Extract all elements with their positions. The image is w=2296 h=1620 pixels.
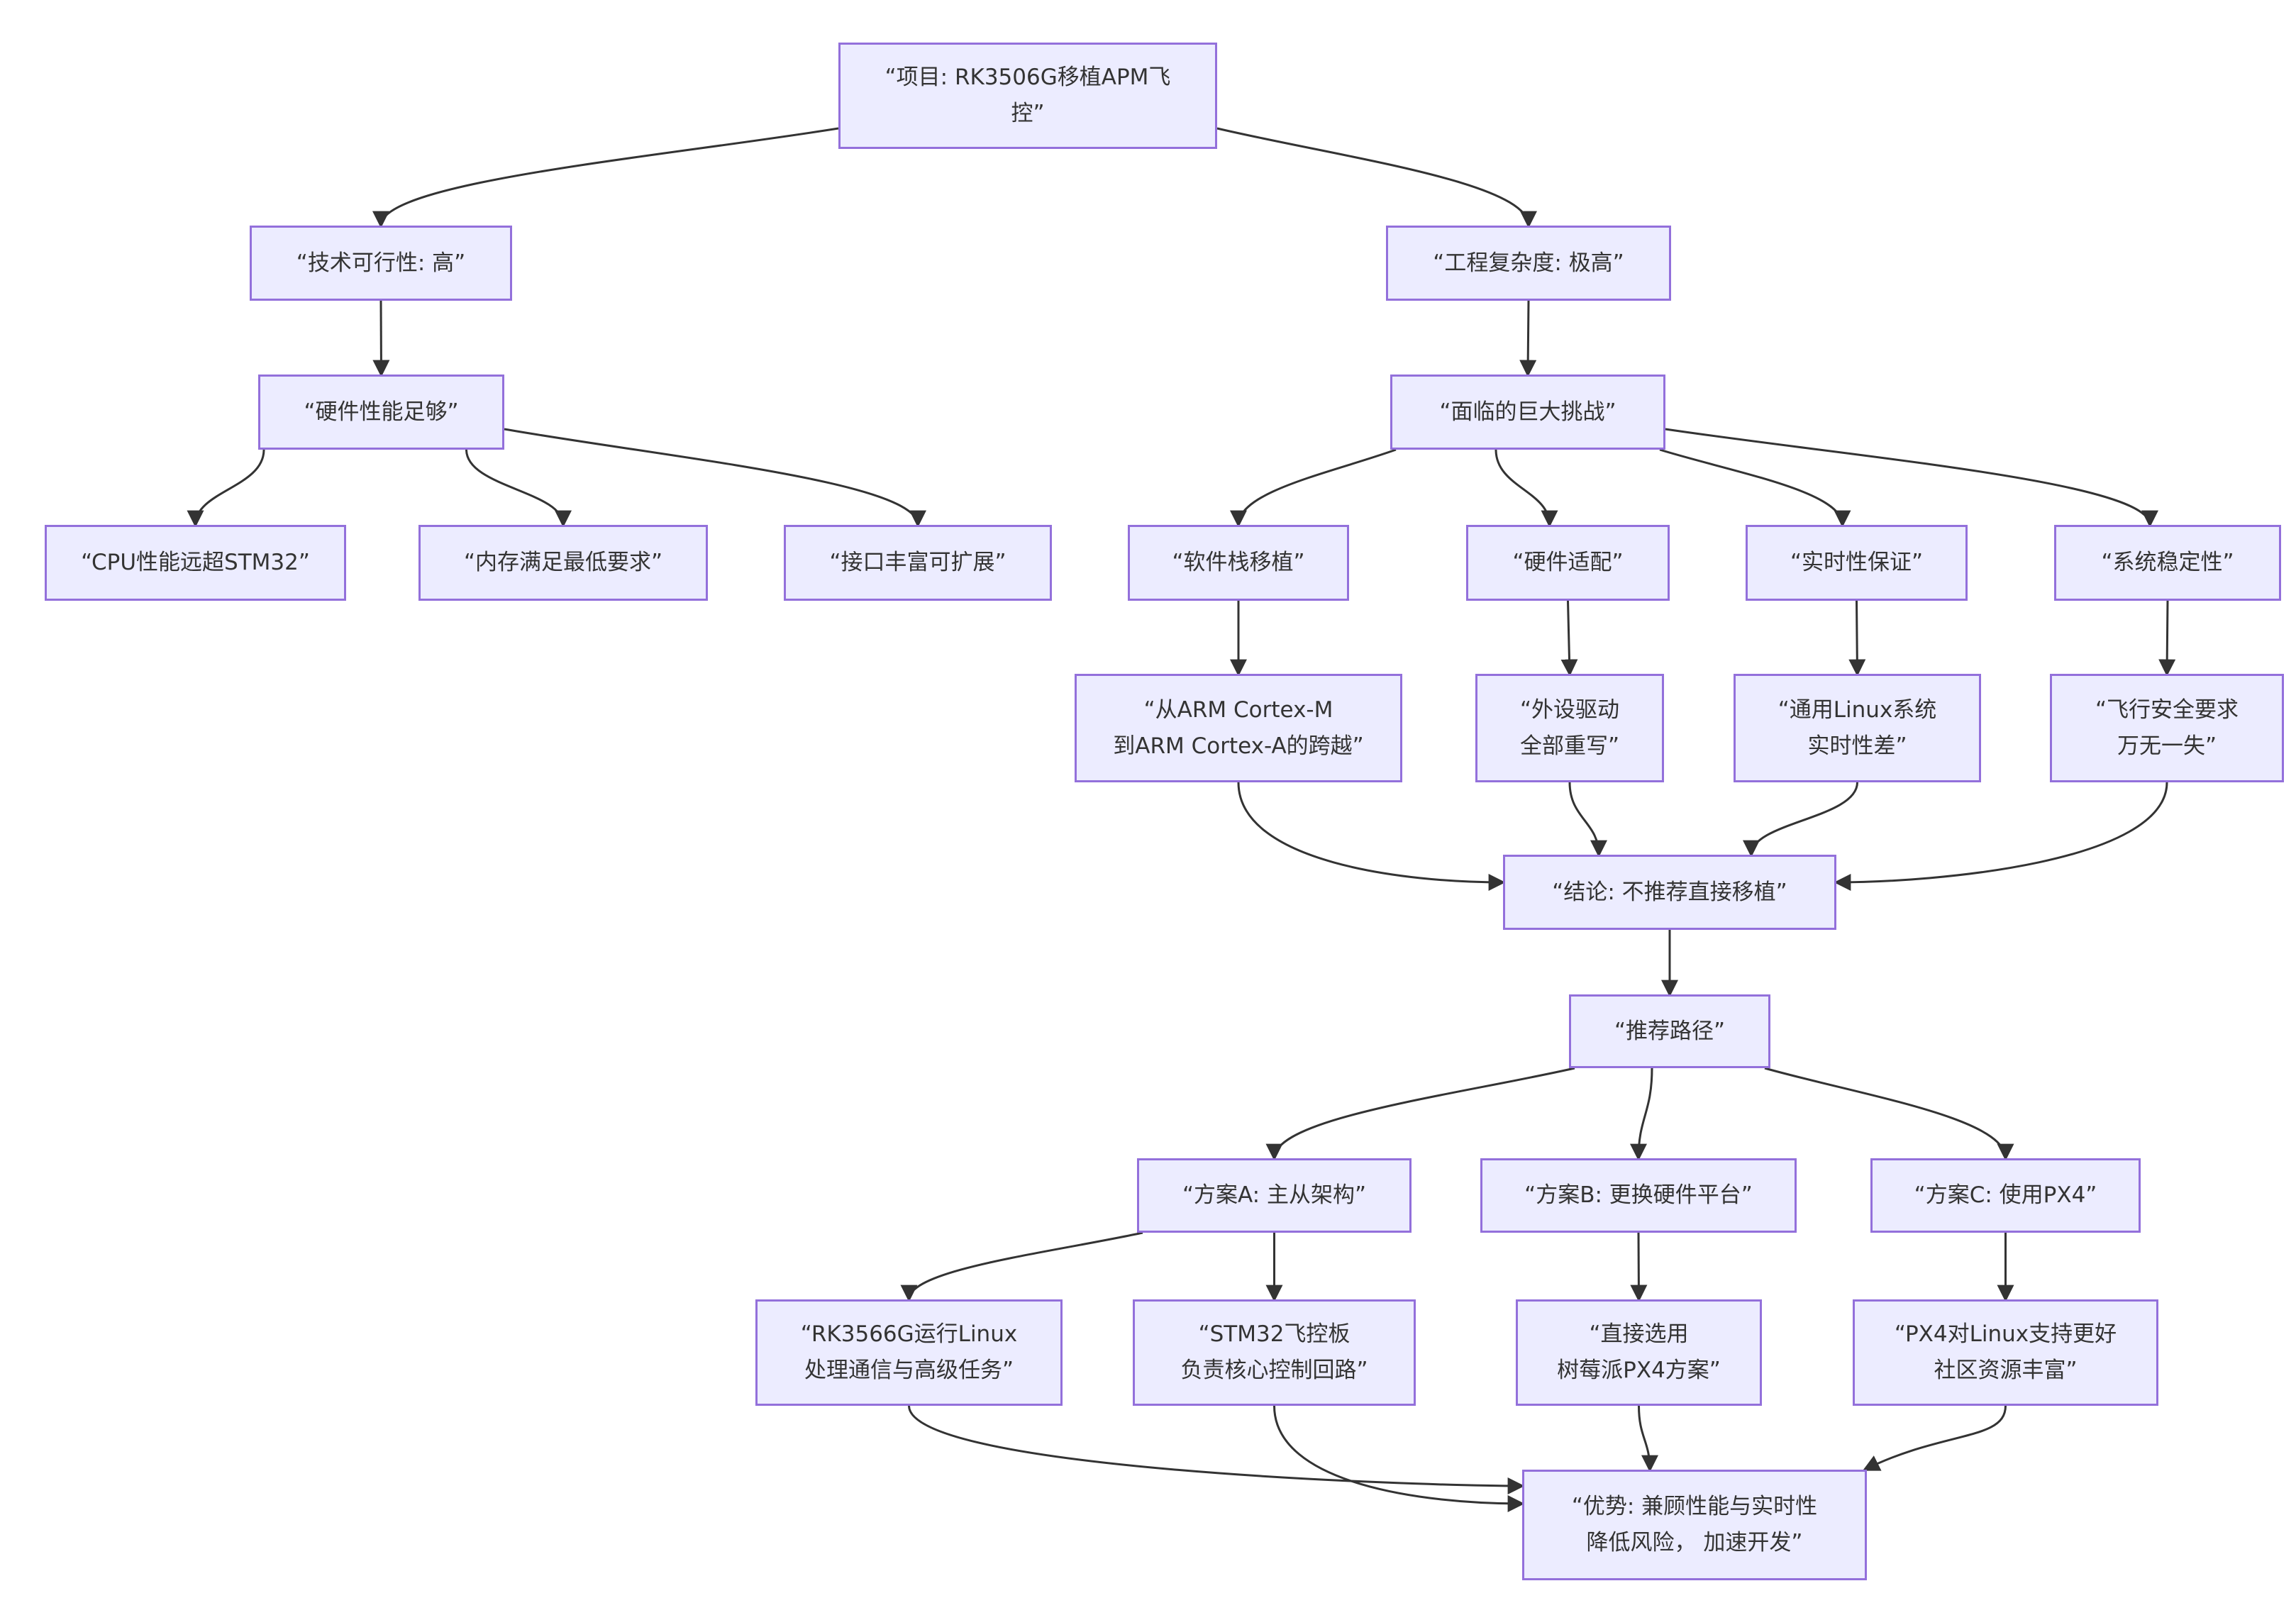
node-linux-label-line: “通用Linux系统 — [1778, 697, 1937, 723]
node-arm-label-line: 到ARM Cortex-A的跨越” — [1113, 733, 1364, 759]
node-tech-label-line: “技术可行性: 高” — [296, 250, 466, 276]
node-realtime: “实时性保证” — [1746, 525, 1968, 601]
edge-safety-concl — [1834, 782, 2168, 891]
edge-path-planC — [1764, 1067, 2014, 1161]
node-linux-label-line: 实时性差” — [1807, 733, 1907, 759]
node-periph-label-line: 全部重写” — [1519, 733, 1620, 759]
node-complex: “工程复杂度: 极高” — [1386, 226, 1671, 301]
node-root-label-line: 控” — [1011, 101, 1045, 126]
node-safety-label-line: “飞行安全要求 — [2095, 697, 2239, 723]
node-stability: “系统稳定性” — [2054, 525, 2281, 601]
node-rpi: “直接选用树莓派PX4方案” — [1516, 1299, 1762, 1406]
edge-hwperf-mem — [465, 449, 572, 528]
node-arm: “从ARM Cortex-M 到ARM Cortex-A的跨越” — [1075, 674, 1402, 782]
edge-linux-concl — [1743, 782, 1858, 858]
node-px4: “PX4对Linux支持更好社区资源丰富” — [1853, 1299, 2158, 1406]
edge-realtime-linux — [1848, 600, 1866, 677]
node-stm32-label-line: 负责核心控制回路” — [1180, 1358, 1368, 1383]
node-px4-label-line: 社区资源丰富” — [1934, 1358, 2078, 1383]
edge-hwperf-cpu — [187, 449, 265, 528]
node-root: “项目: RK3506G移植APM飞控” — [838, 43, 1217, 149]
edge-root-tech — [372, 127, 839, 228]
edge-stm32-adv — [1273, 1405, 1525, 1512]
node-realtime-label-line: “实时性保证” — [1790, 550, 1924, 576]
node-tech: “技术可行性: 高” — [250, 226, 512, 301]
node-complex-label-line: “工程复杂度: 极高” — [1433, 250, 1624, 276]
edge-periph-concl — [1568, 782, 1607, 858]
node-iface: “接口丰富可扩展” — [784, 525, 1052, 601]
node-hwadapt-label-line: “硬件适配” — [1512, 550, 1624, 576]
node-path-label-line: “推荐路径” — [1614, 1018, 1726, 1044]
edge-px4-adv — [1862, 1405, 2007, 1471]
edge-challenge-sw — [1230, 448, 1397, 528]
node-planC-label-line: “方案C: 使用PX4” — [1914, 1182, 2097, 1209]
edge-rk3566-adv — [908, 1405, 1525, 1494]
edge-tech-hwperf — [372, 300, 390, 377]
edge-rpi-adv — [1638, 1405, 1658, 1472]
node-sw-label-line: “软件栈移植” — [1172, 550, 1305, 576]
node-rk3566-label-line: “RK3566G运行Linux — [800, 1321, 1018, 1348]
edge-challenge-stability — [1665, 428, 2158, 528]
node-iface-label-line: “接口丰富可扩展” — [829, 550, 1006, 576]
node-safety: “飞行安全要求万无一失” — [2050, 674, 2284, 782]
edge-hwperf-iface — [504, 428, 926, 528]
node-stm32-label-line: “STM32飞控板 — [1198, 1321, 1351, 1348]
edge-stability-safety — [2158, 600, 2176, 677]
node-arm-label-line: “从ARM Cortex-M — [1143, 697, 1333, 723]
node-planB-label-line: “方案B: 更换硬件平台” — [1524, 1182, 1753, 1209]
node-linux: “通用Linux系统实时性差” — [1734, 674, 1981, 782]
node-adv-label-line: 降低风险， 加速开发” — [1586, 1530, 1803, 1555]
node-cpu-label-line: “CPU性能远超STM32” — [81, 550, 310, 576]
node-root-label-line: “项目: RK3506G移植APM飞 — [884, 65, 1171, 91]
edge-path-planB — [1630, 1067, 1653, 1161]
node-sw: “软件栈移植” — [1128, 525, 1349, 601]
node-stm32: “STM32飞控板负责核心控制回路” — [1133, 1299, 1416, 1406]
node-concl: “结论: 不推荐直接移植” — [1503, 855, 1836, 930]
node-safety-label-line: 万无一失” — [2117, 733, 2217, 759]
node-hwperf-label-line: “硬件性能足够” — [304, 399, 459, 425]
node-planA: “方案A: 主从架构” — [1137, 1158, 1412, 1233]
node-stability-label-line: “系统稳定性” — [2101, 550, 2234, 576]
node-px4-label-line: “PX4对Linux支持更好 — [1894, 1321, 2117, 1348]
node-periph-label-line: “外设驱动 — [1519, 697, 1620, 723]
node-adv: “优势: 兼顾性能与实时性降低风险， 加速开发” — [1522, 1470, 1867, 1580]
node-hwadapt: “硬件适配” — [1466, 525, 1670, 601]
node-hwperf: “硬件性能足够” — [258, 375, 504, 450]
edge-path-planA — [1265, 1067, 1575, 1161]
node-mem-label-line: “内存满足最低要求” — [463, 550, 663, 576]
node-mem: “内存满足最低要求” — [418, 525, 708, 601]
node-planA-label-line: “方案A: 主从架构” — [1182, 1182, 1367, 1209]
edge-hwadapt-periph — [1560, 600, 1578, 677]
node-challenge-label-line: “面临的巨大挑战” — [1439, 399, 1616, 425]
node-cpu: “CPU性能远超STM32” — [45, 525, 346, 601]
node-concl-label-line: “结论: 不推荐直接移植” — [1552, 879, 1787, 905]
node-rpi-label-line: “直接选用 — [1589, 1321, 1689, 1348]
node-path: “推荐路径” — [1569, 994, 1770, 1068]
edge-root-complex — [1216, 127, 1537, 228]
edge-challenge-realtime — [1659, 448, 1851, 528]
edge-challenge-hwadapt — [1494, 449, 1558, 528]
edge-planA-rk3566 — [900, 1231, 1143, 1302]
edge-complex-challenge — [1519, 300, 1537, 377]
node-rpi-label-line: 树莓派PX4方案” — [1557, 1358, 1721, 1383]
node-rk3566-label-line: 处理通信与高级任务” — [804, 1358, 1014, 1383]
edge-arm-concl — [1237, 782, 1506, 891]
edge-planB-rpi — [1630, 1232, 1648, 1302]
node-planB: “方案B: 更换硬件平台” — [1480, 1158, 1797, 1233]
node-periph: “外设驱动全部重写” — [1475, 674, 1664, 782]
node-challenge: “面临的巨大挑战” — [1390, 375, 1665, 450]
node-adv-label-line: “优势: 兼顾性能与实时性 — [1571, 1494, 1818, 1520]
node-planC: “方案C: 使用PX4” — [1870, 1158, 2141, 1233]
node-rk3566: “RK3566G运行Linux 处理通信与高级任务” — [755, 1299, 1063, 1406]
